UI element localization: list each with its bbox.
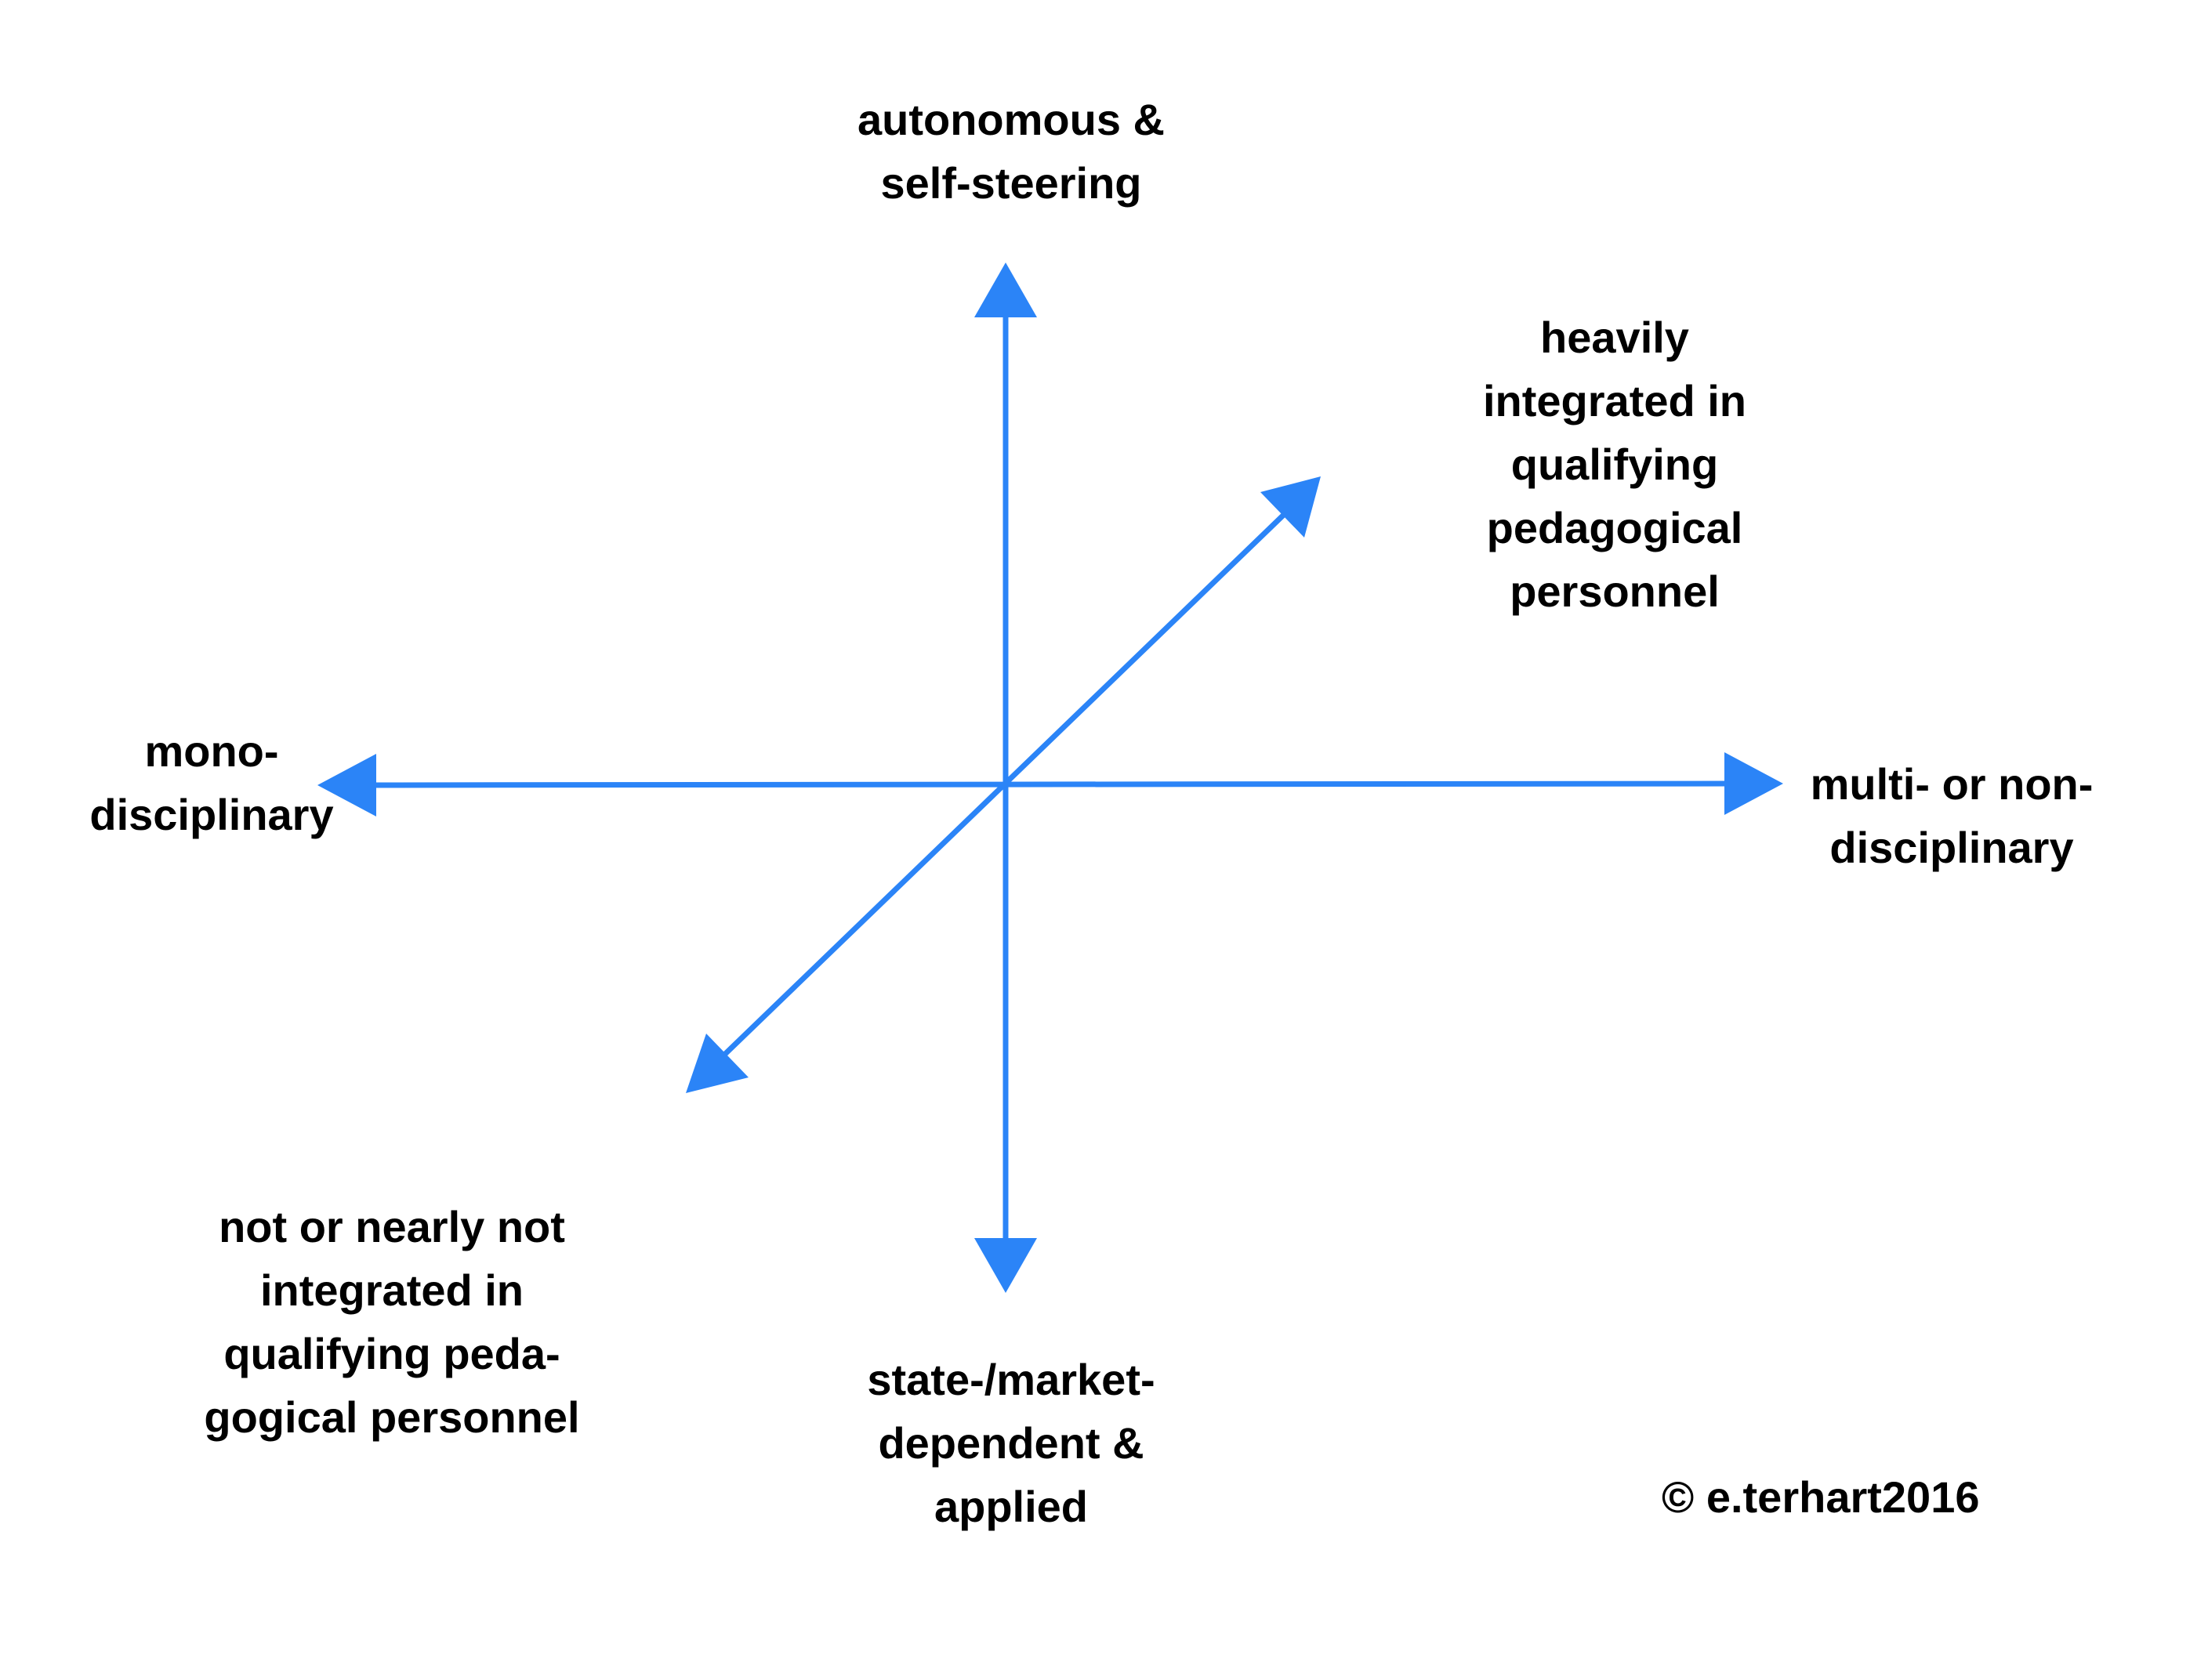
label-line: mono-	[144, 726, 279, 776]
axes-group	[317, 262, 1783, 1293]
arrow-head-up	[974, 262, 1037, 317]
label-line: disciplinary	[1829, 823, 2074, 872]
label-line: personnel	[1510, 567, 1720, 616]
label-line: self-steering	[880, 158, 1142, 208]
label-not-integrated: not or nearly not integrated in qualifyi…	[157, 1195, 627, 1449]
arrow-head-right	[1724, 752, 1783, 815]
label-mono-disciplinary: mono- disciplinary	[47, 719, 376, 846]
label-line: pedagogical	[1486, 503, 1743, 552]
label-line: integrated in	[259, 1265, 524, 1315]
label-line: gogical personnel	[204, 1392, 580, 1442]
label-line: qualifying	[1510, 440, 1719, 489]
arrow-head-down	[974, 1238, 1037, 1293]
arrow-head-northeast	[1260, 476, 1321, 538]
label-state-market-dependent: state-/market- dependent & applied	[807, 1348, 1215, 1538]
label-line: multi- or non-	[1810, 759, 2094, 809]
label-line: disciplinary	[89, 790, 334, 839]
label-multi-or-non-disciplinary: multi- or non- disciplinary	[1764, 752, 2140, 879]
label-heavily-integrated: heavily integrated in qualifying pedagog…	[1411, 306, 1818, 623]
diagonal-axis-line	[719, 507, 1292, 1060]
label-line: integrated in	[1482, 376, 1747, 425]
copyright-notice: © e.terhart2016	[1662, 1472, 1980, 1522]
label-line: qualifying peda-	[223, 1329, 560, 1378]
label-line: heavily	[1540, 313, 1689, 362]
label-autonomous-self-steering: autonomous & self-steering	[815, 88, 1207, 215]
horizontal-axis-line	[368, 780, 1737, 788]
label-line: applied	[934, 1482, 1089, 1531]
label-line: dependent &	[878, 1418, 1144, 1468]
arrow-head-southwest	[686, 1034, 749, 1093]
arrow-head-left	[317, 754, 376, 816]
label-line: not or nearly not	[219, 1202, 565, 1251]
label-line: autonomous &	[857, 95, 1165, 144]
label-line: state-/market-	[867, 1355, 1155, 1404]
